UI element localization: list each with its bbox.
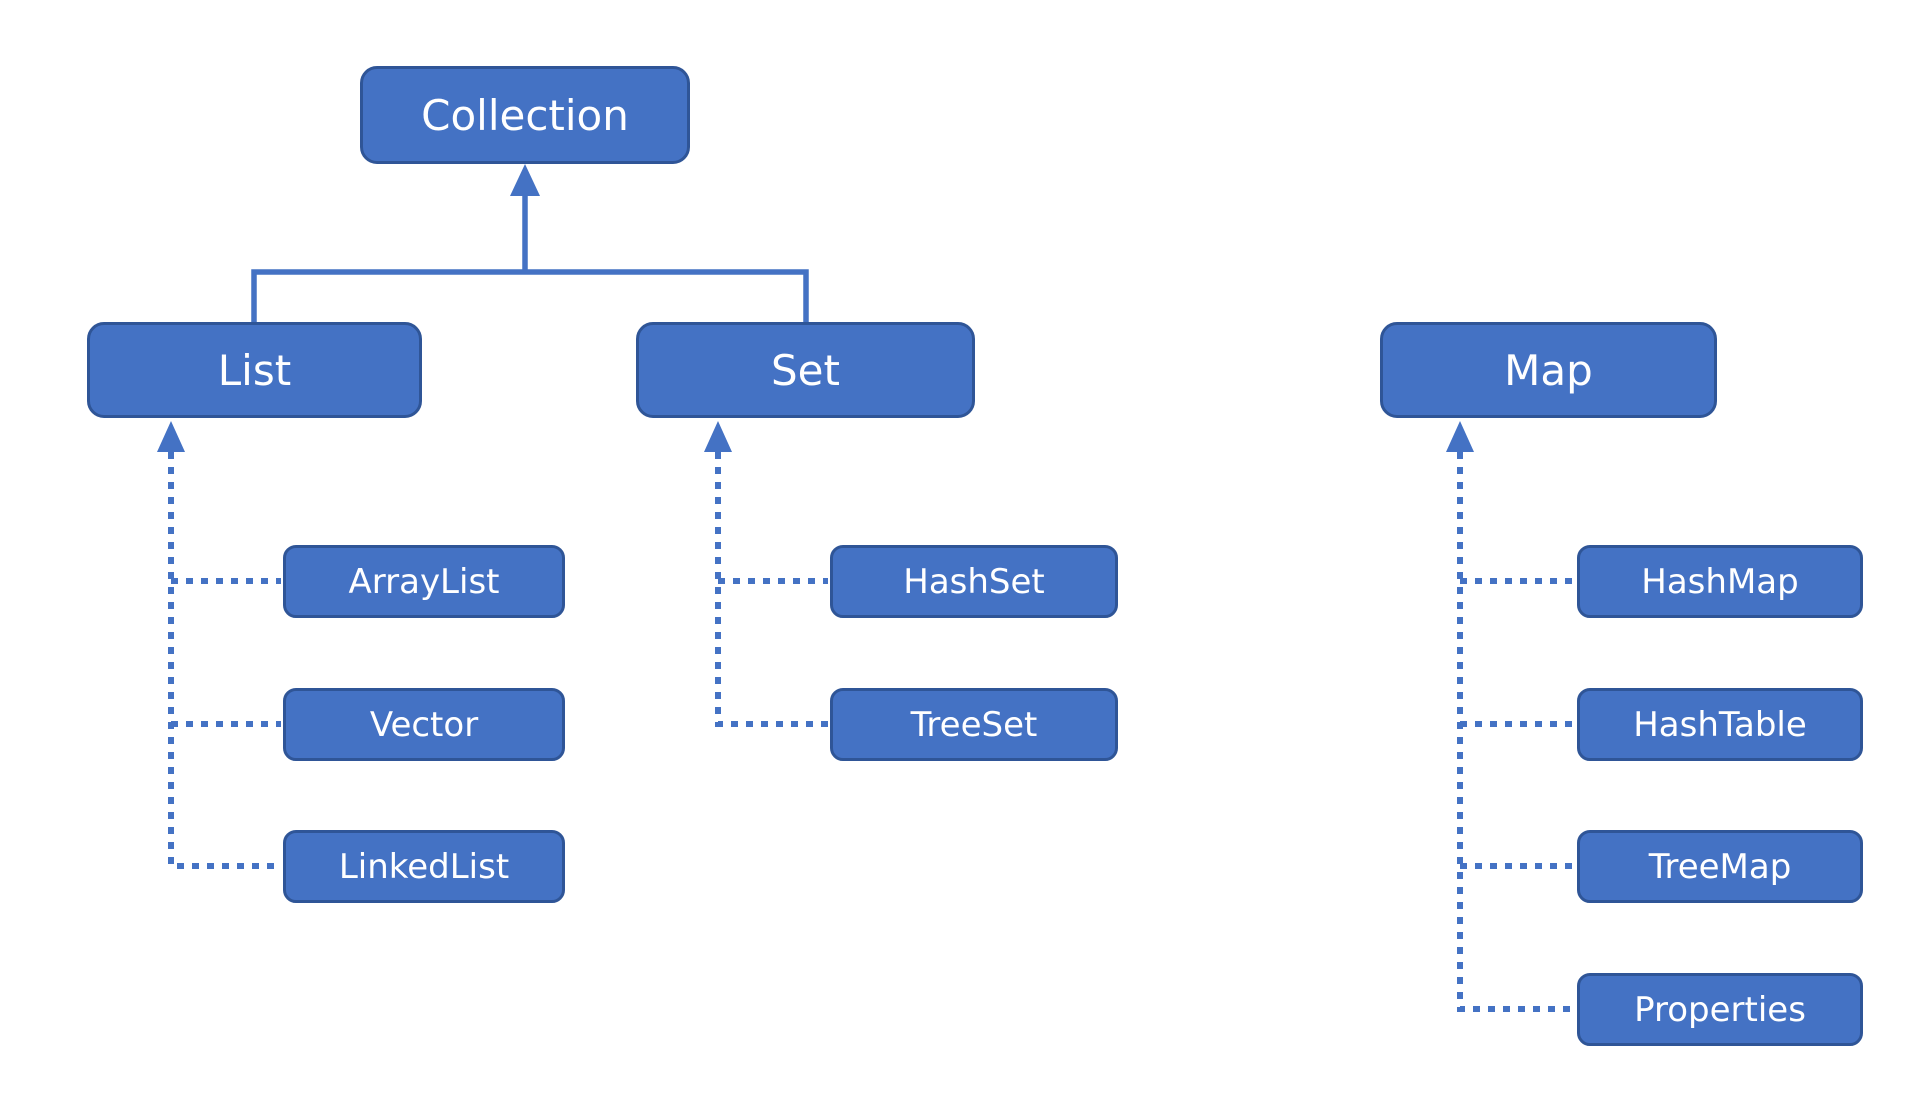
arrowhead-up-collection xyxy=(510,164,540,196)
node-arraylist: ArrayList xyxy=(283,545,565,618)
dotted-connector-list xyxy=(157,421,281,869)
node-set-label: Set xyxy=(771,345,840,395)
dotted-connector-set xyxy=(704,421,828,727)
node-map: Map xyxy=(1380,322,1717,418)
node-list-label: List xyxy=(217,345,292,395)
node-linkedlist-label: LinkedList xyxy=(338,846,510,887)
node-arraylist-label: ArrayList xyxy=(348,561,500,602)
arrowhead-up-list xyxy=(157,421,185,452)
node-set: Set xyxy=(636,322,975,418)
node-map-label: Map xyxy=(1504,345,1593,395)
node-hashmap-label: HashMap xyxy=(1641,561,1799,602)
dotted-connector-map xyxy=(1446,421,1575,1012)
node-vector-label: Vector xyxy=(369,704,479,745)
solid-connector-collection xyxy=(251,164,809,322)
node-treemap: TreeMap xyxy=(1577,830,1863,903)
node-hashset: HashSet xyxy=(830,545,1118,618)
node-hashset-label: HashSet xyxy=(903,561,1045,602)
arrowhead-up-map xyxy=(1446,421,1474,452)
node-linkedlist: LinkedList xyxy=(283,830,565,903)
node-hashtable-label: HashTable xyxy=(1633,704,1807,745)
node-collection-label: Collection xyxy=(421,90,629,140)
node-hashmap: HashMap xyxy=(1577,545,1863,618)
node-treeset: TreeSet xyxy=(830,688,1118,761)
node-properties: Properties xyxy=(1577,973,1863,1046)
node-treemap-label: TreeMap xyxy=(1648,846,1792,887)
node-treeset-label: TreeSet xyxy=(910,704,1038,745)
node-vector: Vector xyxy=(283,688,565,761)
node-list: List xyxy=(87,322,422,418)
arrowhead-up-set xyxy=(704,421,732,452)
node-hashtable: HashTable xyxy=(1577,688,1863,761)
node-collection: Collection xyxy=(360,66,690,164)
node-properties-label: Properties xyxy=(1634,989,1806,1030)
